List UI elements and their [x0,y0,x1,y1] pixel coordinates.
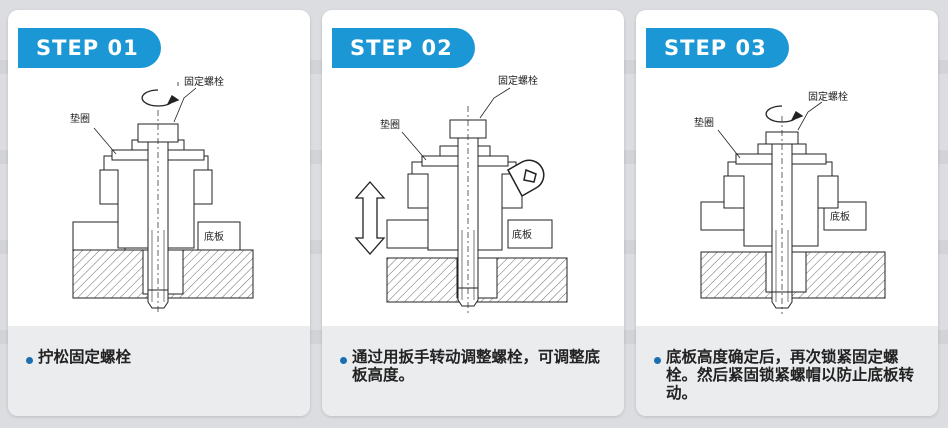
bolt-label: 固定螺栓 [184,75,224,88]
step-caption: 拧松固定螺栓 [38,348,132,366]
step-diagram: 固定螺栓 垫圈 底板 [8,70,310,320]
washer-label: 垫圈 [380,118,400,131]
washer-label: 垫圈 [694,116,714,129]
caption-area: 通过用扳手转动调整螺栓，可调整底板高度。 [322,326,624,416]
base-plate [197,221,241,251]
step-caption: 底板高度确定后，再次锁紧固定螺栓。然后紧固锁紧螺帽以防止底板转动。 [666,348,915,402]
bolt-leader [173,87,197,123]
side-block [193,169,213,205]
side-block [817,175,839,209]
base-label: 底板 [512,228,532,241]
step-caption: 通过用扳手转动调整螺栓，可调整底板高度。 [352,348,601,384]
bolt-leader [797,101,823,131]
base-label: 底板 [204,230,224,243]
caption-area: 底板高度确定后，再次锁紧固定螺栓。然后紧固锁紧螺帽以防止底板转动。 [636,326,938,416]
base-plate [507,219,553,249]
caption-area: 拧松固定螺栓 [8,326,310,416]
up-down-arrow-icon [354,181,386,255]
bolt-tip [147,289,169,309]
washer-leader [93,127,117,155]
step-card-2: STEP 02 固定螺栓 [322,10,624,416]
wrench-icon [506,159,545,198]
step-diagram: 固定螺栓 垫圈 底板 [636,70,938,320]
step-diagram: 固定螺栓 垫圈 底板 [322,70,624,320]
bolt-label: 固定螺栓 [808,90,848,103]
rotate-arrow-icon [765,105,804,123]
side-block [407,173,429,209]
step-card-1: STEP 01 固定螺栓 垫圈 [8,10,310,416]
bullet-icon [340,357,347,364]
bullet-icon [654,357,661,364]
side-block [99,169,119,205]
step-card-3: STEP 03 固定螺栓 垫圈 底板 [636,10,938,416]
side-block [723,175,745,209]
washer-label: 垫圈 [70,112,90,125]
base-label: 底板 [830,210,850,223]
base-plate [72,221,126,251]
bullet-icon [26,357,33,364]
bolt-label: 固定螺栓 [498,74,538,87]
washer-leader [401,131,427,161]
washer-leader [717,129,741,159]
step-badge: STEP 03 [646,28,789,68]
bolt-leader [479,87,511,119]
step-badge: STEP 02 [332,28,475,68]
step-badge: STEP 01 [18,28,161,68]
rotate-arrow-icon [141,89,180,107]
